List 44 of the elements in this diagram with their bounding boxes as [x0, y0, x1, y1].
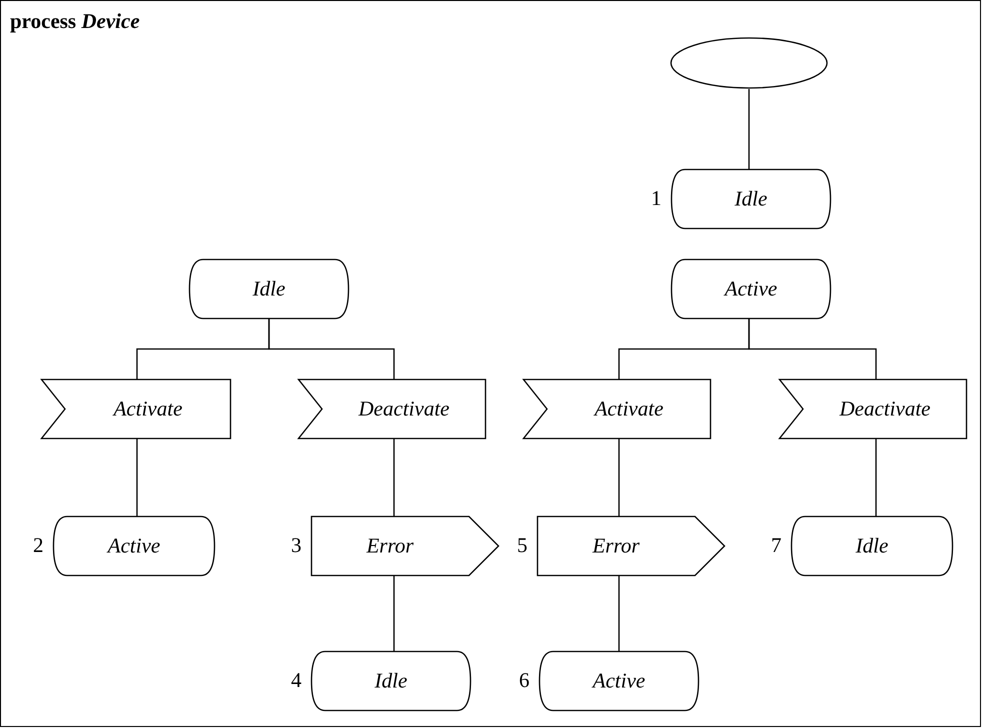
input-signal-box [298, 379, 486, 439]
flow-line [393, 576, 395, 651]
flow-line [268, 319, 395, 379]
state-label: Active [722, 276, 778, 302]
state-label: Deactivate [838, 396, 932, 422]
process-title: process Device [10, 9, 140, 34]
state-label: Active [590, 668, 646, 694]
state-box [671, 259, 831, 319]
input-signal-box [523, 379, 711, 439]
state-label: Deactivate [357, 396, 450, 422]
node-number: 1 [651, 186, 662, 211]
node-number: 5 [517, 533, 528, 558]
flow-line [748, 319, 877, 379]
flow-line [748, 89, 750, 169]
flow-line [618, 439, 620, 516]
state-label: Error [365, 534, 415, 558]
output-signal-box [537, 516, 725, 576]
state-label: Idle [374, 668, 408, 694]
node-number: 4 [291, 668, 302, 693]
state-box [671, 169, 831, 229]
node-number: 6 [519, 668, 530, 693]
state-box [791, 516, 953, 576]
state-label: Error [591, 534, 641, 558]
state-label: Idle [734, 186, 768, 212]
output-signal-box [311, 516, 499, 576]
flow-line [618, 576, 620, 651]
state-label: Idle [252, 276, 286, 302]
node-number: 3 [291, 533, 302, 558]
input-signal-box [41, 379, 231, 439]
state-box [311, 651, 471, 711]
state-box [53, 516, 215, 576]
flow-line [393, 439, 395, 516]
input-signal-box [779, 379, 967, 439]
state-box [539, 651, 699, 711]
state-label: Idle [854, 534, 890, 558]
node-number: 2 [33, 533, 44, 558]
ellipse-symbol [670, 37, 828, 89]
state-label: Activate [592, 396, 664, 422]
flow-line [136, 439, 138, 516]
flow-line [875, 439, 877, 516]
node-number: 7 [771, 533, 782, 558]
state-label: Activate [112, 396, 184, 422]
state-box [189, 259, 349, 319]
state-label: Active [106, 534, 162, 558]
